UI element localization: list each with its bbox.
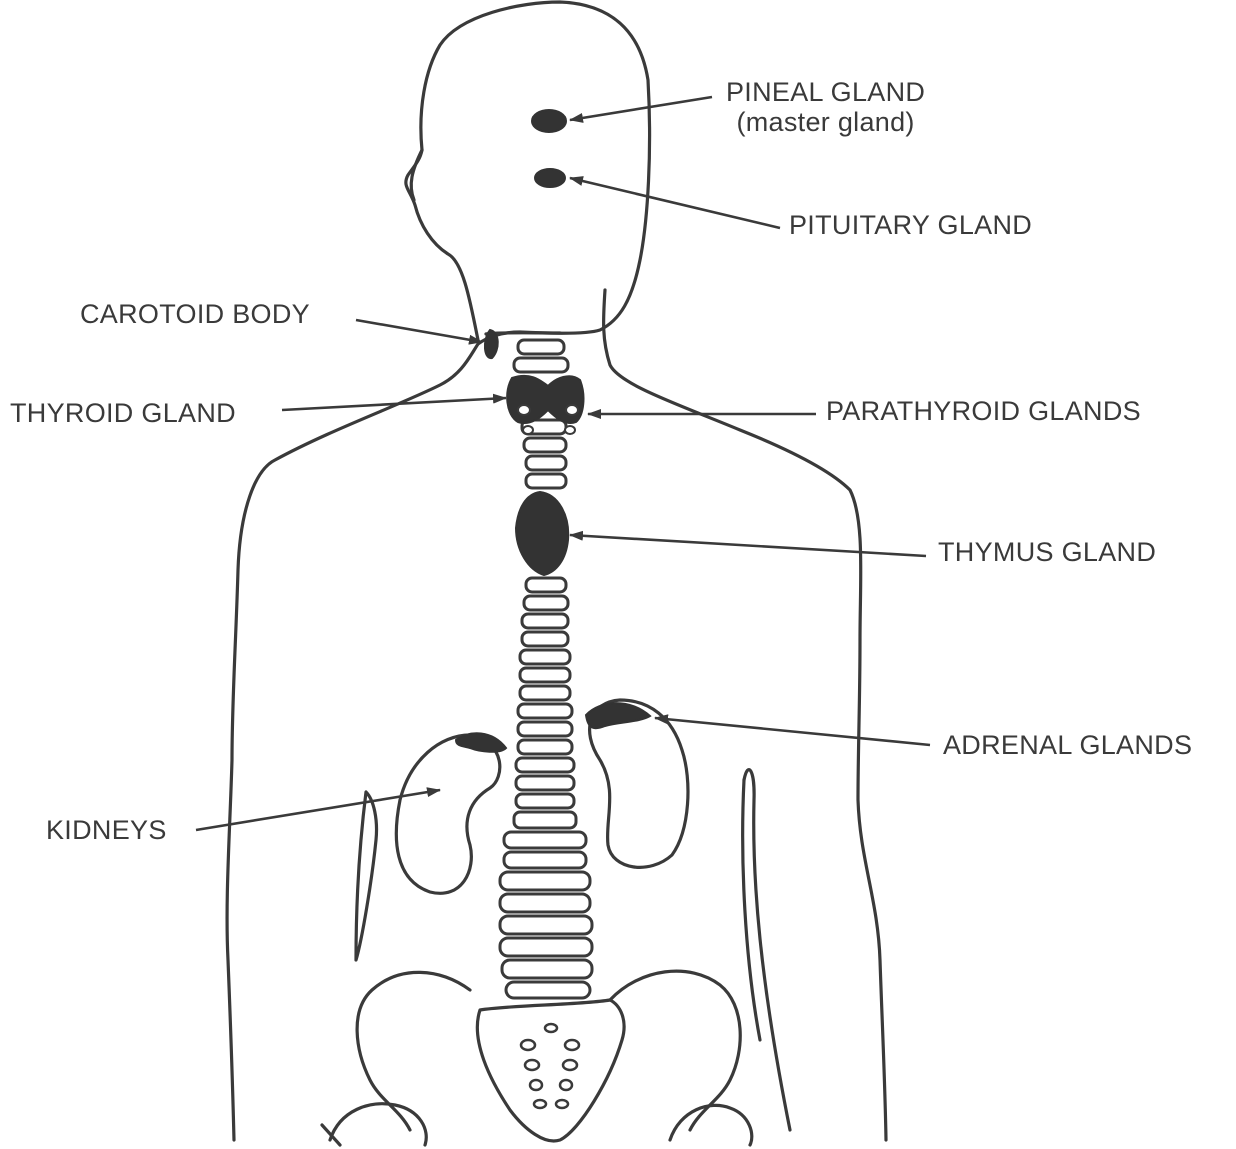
left-arm-line xyxy=(356,792,377,960)
thyroid-arrow xyxy=(282,398,506,410)
adrenal-glands-label: ADRENAL GLANDS xyxy=(943,730,1192,760)
spine xyxy=(500,340,592,998)
pituitary-gland-shape xyxy=(535,169,565,187)
carotoid-body-label: CAROTOID BODY xyxy=(80,299,310,329)
sacrum-foramina xyxy=(521,1024,579,1108)
carotoid-body-shape xyxy=(485,330,498,358)
kidneys-arrow xyxy=(196,790,440,830)
pineal-gland-note: (master gland) xyxy=(726,107,925,137)
thymus-gland-label: THYMUS GLAND xyxy=(938,537,1156,567)
right-adrenal-gland-shape xyxy=(586,703,650,728)
chin-line xyxy=(486,333,560,334)
thymus-gland-shape xyxy=(516,492,568,575)
hip-lower-right xyxy=(670,1105,752,1145)
adrenal-arrow xyxy=(655,718,930,745)
hip-lower-left xyxy=(330,1104,426,1145)
left-kidney-outline xyxy=(396,735,499,893)
kidneys-label: KIDNEYS xyxy=(46,815,167,845)
thyroid-gland-label: THYROID GLAND xyxy=(10,398,236,428)
pineal-gland-label: PINEAL GLAND (master gland) xyxy=(726,77,925,137)
pineal-gland-shape xyxy=(532,110,566,132)
left-adrenal-gland-shape xyxy=(456,733,506,752)
pelvis-left-outline xyxy=(357,972,470,1130)
carotoid-arrow xyxy=(356,320,482,342)
pineal-arrow xyxy=(570,97,712,120)
parathyroid-glands-label: PARATHYROID GLANDS xyxy=(826,396,1141,426)
pineal-gland-title: PINEAL GLAND xyxy=(726,77,925,107)
pituitary-gland-label: PITUITARY GLAND xyxy=(789,210,1032,240)
sacrum-outline xyxy=(477,1000,624,1141)
pituitary-arrow xyxy=(570,178,780,228)
right-arm-line xyxy=(744,770,790,1130)
thymus-arrow xyxy=(570,535,926,556)
